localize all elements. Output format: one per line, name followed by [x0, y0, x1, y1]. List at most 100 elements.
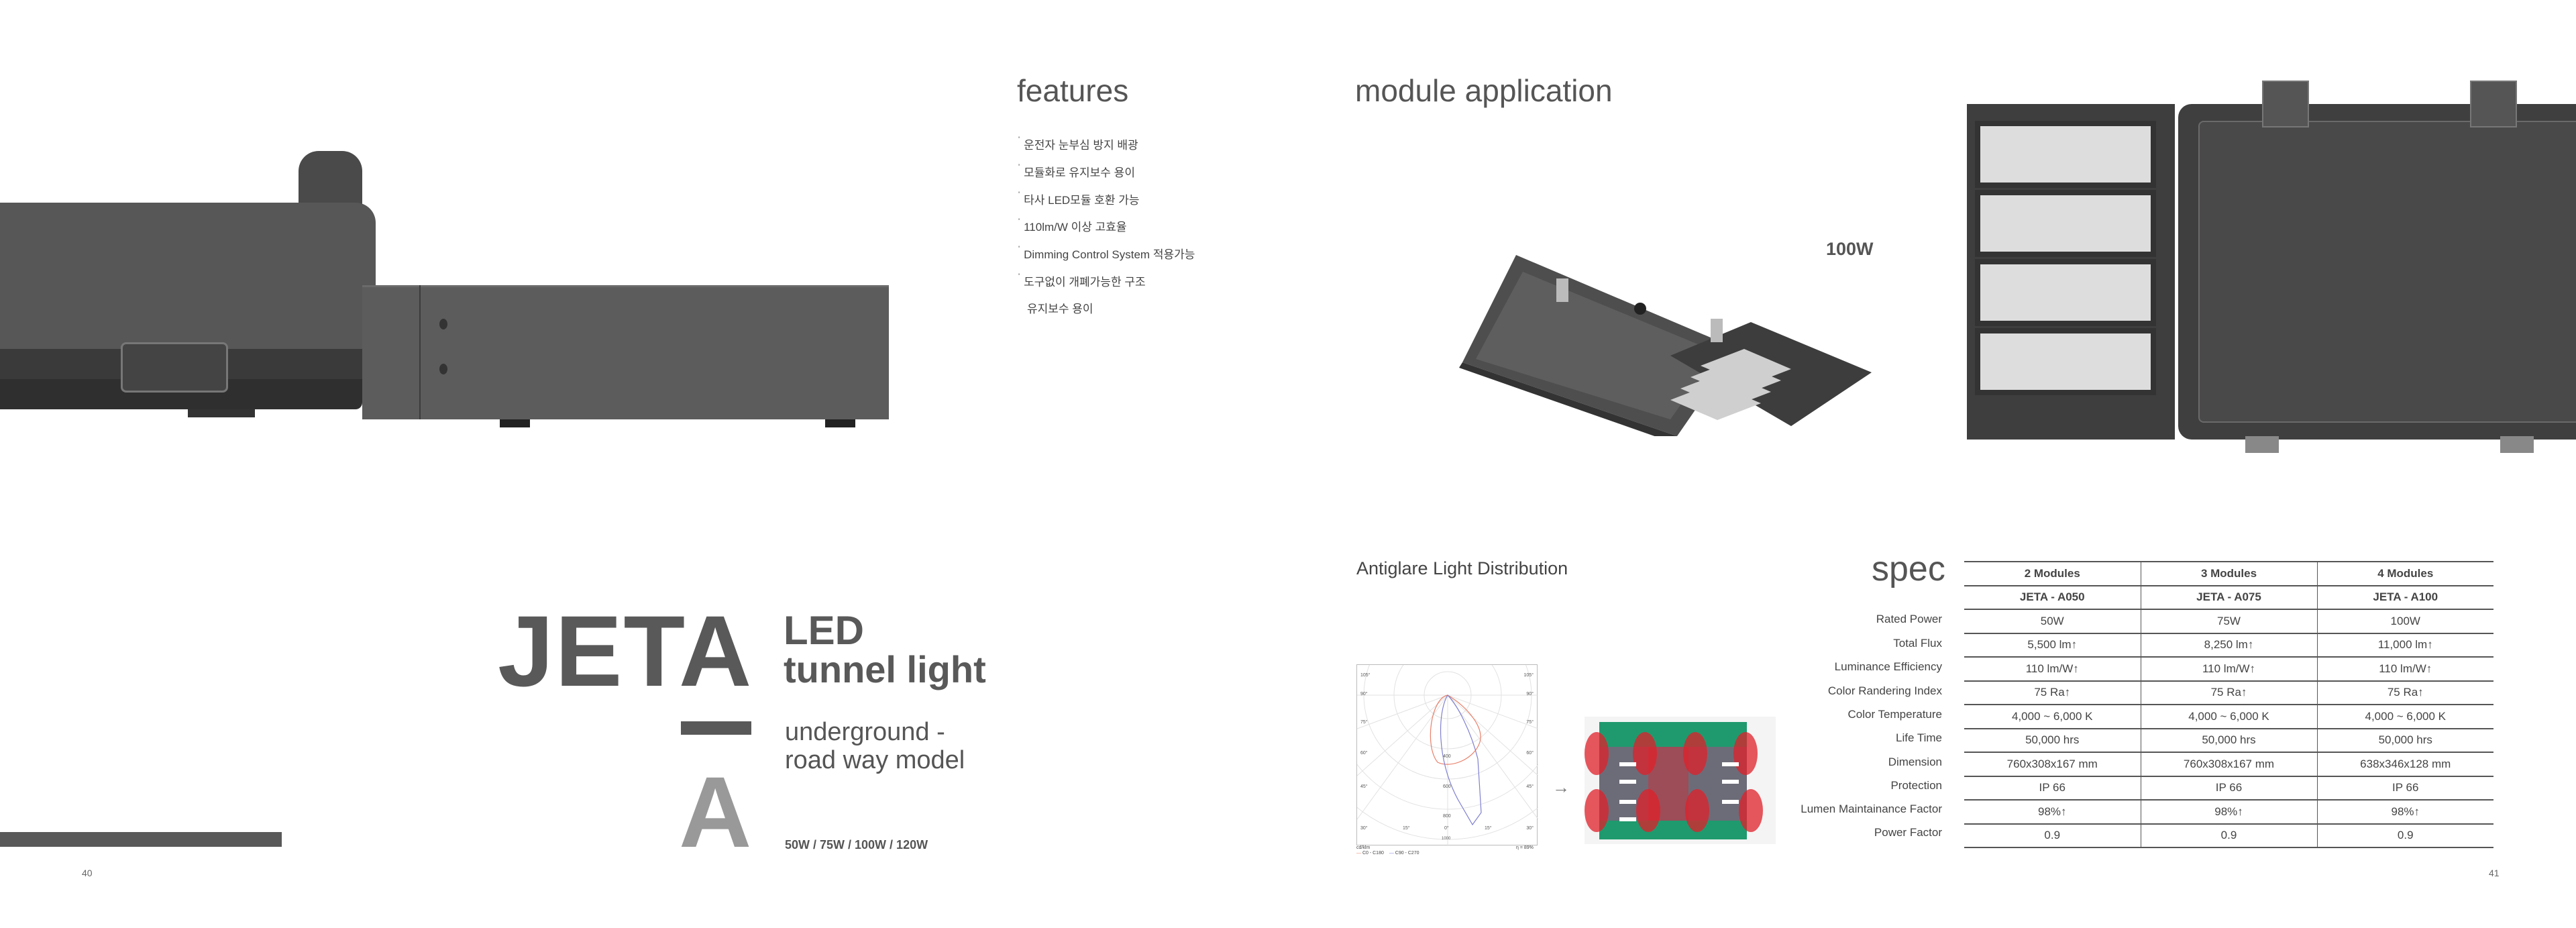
feature-item: '도구없이 개폐가능한 구조: [1018, 272, 1146, 289]
angle-label: 60°: [1360, 751, 1368, 756]
cell: 100W: [2316, 609, 2493, 633]
table-row: 5,500 lm↑8,250 lm↑11,000 lm↑: [1964, 632, 2493, 657]
table-row: 98%↑98%↑98%↑: [1964, 799, 2493, 824]
title-tunnel-light: tunnel light: [784, 648, 986, 690]
cell: 50,000 hrs: [2140, 727, 2317, 752]
cell: 110 lm/W↑: [1964, 656, 2141, 681]
polar-distribution-chart: 105° 105° 90° 90° 75° 75° 60° 60° 45° 45…: [1356, 664, 1538, 846]
cell: 75 Ra↑: [1964, 680, 2141, 705]
cell: 98%↑: [2316, 799, 2493, 824]
title-dash: [681, 721, 751, 735]
subtitle-line2: road way model: [785, 746, 965, 774]
polar-efficiency: η = 89%: [1516, 845, 1534, 850]
product-top-view-image: [1967, 81, 2576, 463]
row-label: Color Temperature: [1847, 708, 1942, 721]
cell: 0.9: [2316, 823, 2493, 848]
model-name: JETA - A050: [1964, 584, 2141, 609]
page-number-right: 41: [2489, 868, 2500, 878]
cell: 638x346x128 mm: [2316, 752, 2493, 776]
column-header: 4 Modules: [2316, 561, 2493, 586]
cell: IP 66: [1964, 775, 2141, 800]
row-label: Life Time: [1896, 731, 1942, 744]
cell: 75 Ra↑: [2316, 680, 2493, 705]
cell: 75 Ra↑: [2140, 680, 2317, 705]
angle-label: 15°: [1403, 826, 1410, 831]
feature-item: '모듈화로 유지보수 용이: [1018, 163, 1135, 179]
product-wattage-label: 100W: [1826, 239, 1874, 259]
cell: 98%↑: [2140, 799, 2317, 824]
angle-label: 75°: [1360, 720, 1368, 725]
cell: 4,000 ~ 6,000 K: [1964, 704, 2141, 729]
cell: 8,250 lm↑: [2140, 632, 2317, 657]
cell: 0.9: [1964, 823, 2141, 848]
row-label: Rated Power: [1876, 613, 1942, 625]
light-distribution-heading: Antiglare Light Distribution: [1356, 558, 1568, 578]
angle-label: 105°: [1360, 673, 1371, 678]
row-label: Total Flux: [1893, 637, 1942, 650]
arrow-right-icon: →: [1552, 777, 1570, 797]
cell: 50W: [1964, 609, 2141, 633]
cell: 4,000 ~ 6,000 K: [2140, 704, 2317, 729]
angle-label: 105°: [1523, 673, 1534, 678]
cell: 760x308x167 mm: [1964, 752, 2141, 776]
cell: 0.9: [2140, 823, 2317, 848]
cell: 110 lm/W↑: [2140, 656, 2317, 681]
module-application-heading: module application: [1355, 73, 1613, 108]
polar-legend: cd/klm — C0 - C180 — C90 - C270: [1356, 845, 1419, 856]
feature-item: '110lm/W 이상 고효율: [1018, 217, 1127, 234]
cell: 5,500 lm↑: [1964, 632, 2141, 657]
angle-label: 30°: [1526, 826, 1534, 831]
table-row: 110 lm/W↑110 lm/W↑110 lm/W↑: [1964, 656, 2493, 681]
cell: 4,000 ~ 6,000 K: [2316, 704, 2493, 729]
legend-c90: C90 - C270: [1395, 851, 1419, 856]
radial-label: 1000: [1442, 837, 1451, 841]
column-header: 3 Modules: [2140, 561, 2317, 586]
page-number-left: 40: [82, 868, 93, 878]
product-perspective-image: [1459, 255, 1872, 436]
row-label: Lumen Maintainance Factor: [1801, 803, 1942, 815]
row-label: Protection: [1890, 779, 1942, 792]
feature-item: 'Dimming Control System 적용가능: [1018, 245, 1195, 261]
table-row: 75 Ra↑75 Ra↑75 Ra↑: [1964, 680, 2493, 705]
row-label: Dimension: [1888, 756, 1942, 768]
model-letter: A: [679, 756, 752, 868]
feature-item: '운전자 눈부심 방지 배광: [1018, 136, 1138, 152]
wattage-options: 50W / 75W / 100W / 120W: [785, 838, 928, 852]
angle-label: 0°: [1444, 826, 1449, 831]
cell: 50,000 hrs: [2316, 727, 2493, 752]
cell: 11,000 lm↑: [2316, 632, 2493, 657]
decorative-bar: [0, 832, 282, 847]
product-name: JETA: [498, 595, 753, 707]
angle-label: 75°: [1526, 720, 1534, 725]
cell: 760x308x167 mm: [2140, 752, 2317, 776]
radial-label: 800: [1443, 814, 1451, 819]
row-label: Luminance Efficiency: [1834, 660, 1942, 673]
cell: IP 66: [2140, 775, 2317, 800]
angle-label: 90°: [1360, 692, 1368, 697]
angle-label: 90°: [1526, 692, 1534, 697]
feature-item: '타사 LED모듈 호환 가능: [1018, 191, 1140, 207]
title-led: LED: [784, 608, 864, 653]
angle-label: 60°: [1526, 751, 1534, 756]
model-name: JETA - A100: [2316, 584, 2493, 609]
cell: 50,000 hrs: [1964, 727, 2141, 752]
model-name: JETA - A075: [2140, 584, 2317, 609]
features-heading: features: [1017, 73, 1129, 108]
column-header: 2 Modules: [1964, 561, 2141, 586]
cell: 75W: [2140, 609, 2317, 633]
spec-heading: spec: [1872, 550, 1945, 588]
cell: 110 lm/W↑: [2316, 656, 2493, 681]
subtitle-line1: underground -: [785, 718, 945, 746]
angle-label: 15°: [1485, 826, 1492, 831]
product-side-view-image: [0, 148, 892, 450]
radial-label: 600: [1443, 784, 1451, 789]
angle-label: 45°: [1360, 784, 1368, 789]
radial-label: 400: [1443, 754, 1451, 759]
